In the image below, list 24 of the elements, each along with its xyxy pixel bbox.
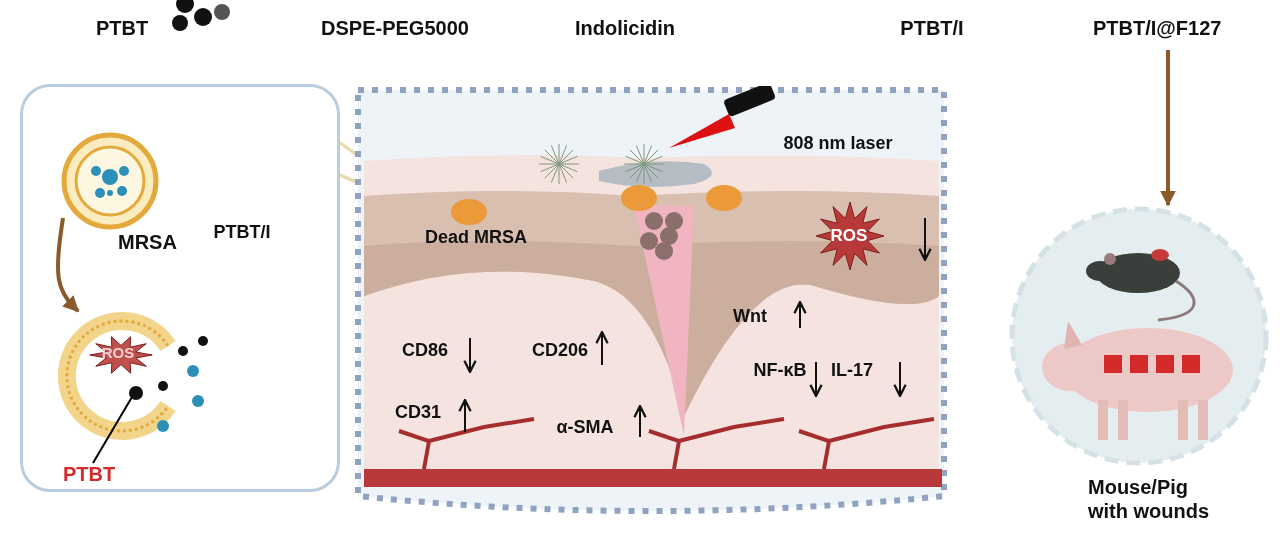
text-label: Wnt	[733, 305, 767, 327]
text-label: IL-17	[831, 359, 873, 381]
text-label: ROS	[101, 343, 135, 361]
text-label: NF-κB	[753, 359, 807, 381]
particle-label: PTBT	[63, 463, 116, 486]
formulation-label: PTBT/I@F127	[1093, 17, 1222, 40]
callout-panel	[20, 84, 340, 492]
text-label: ROS	[830, 226, 868, 246]
arrow	[55, 217, 80, 313]
arrow	[1160, 50, 1176, 207]
caption-text: Mouse/Pig with wounds	[1088, 475, 1211, 523]
text-label: CD206	[532, 339, 588, 361]
bacterium-label: MRSA	[118, 231, 177, 254]
text-label: Indolicidin	[575, 16, 675, 40]
text-label: 808 nm laser	[783, 132, 893, 154]
leader-line	[92, 396, 133, 464]
text-label: α-SMA	[556, 416, 614, 438]
text-label: CD31	[395, 401, 441, 423]
text-label: CD86	[402, 339, 448, 361]
text-label: Dead MRSA	[425, 226, 527, 248]
text-label: PTBT/I	[213, 221, 271, 243]
text-label: PTBT	[95, 16, 149, 40]
text-label: PTBT/I	[900, 16, 964, 40]
text-label: DSPE-PEG5000	[321, 16, 469, 40]
